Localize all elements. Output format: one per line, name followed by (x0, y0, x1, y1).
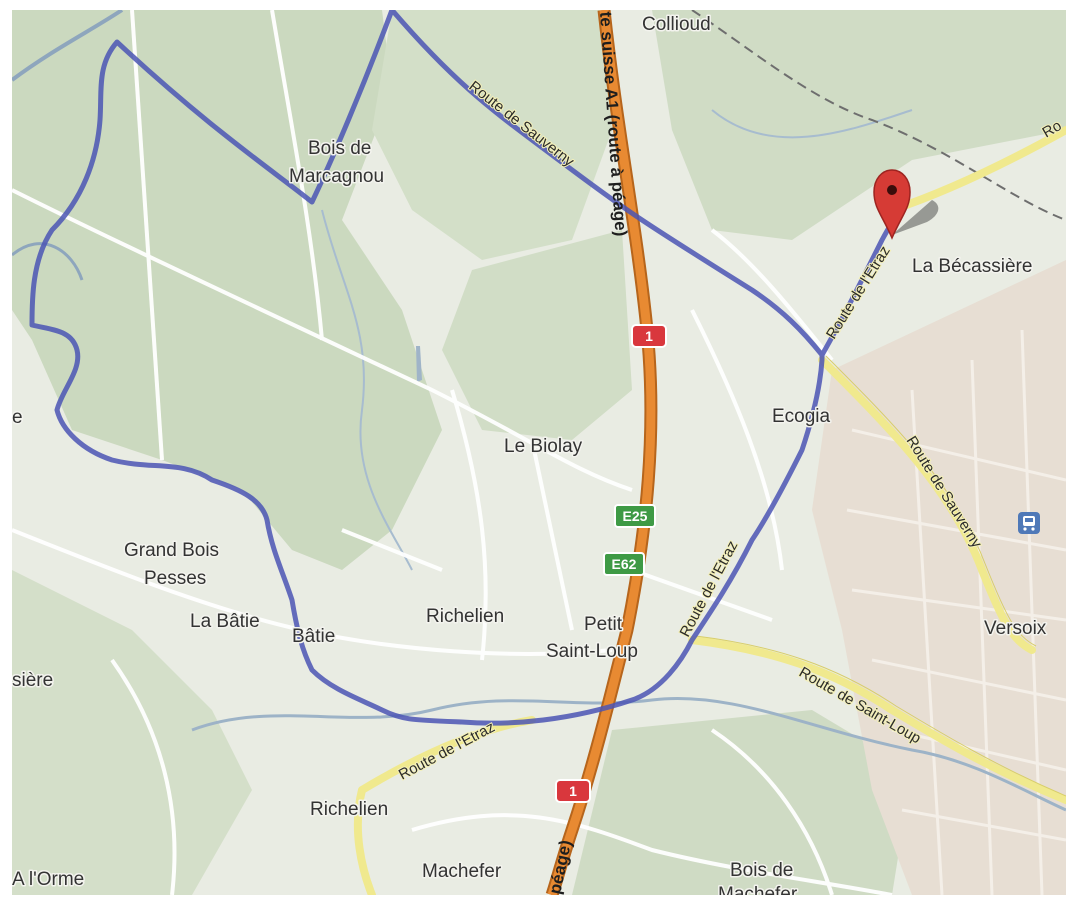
urban-grid (846, 329, 1066, 895)
place-petit-saint-loup-line1: Petit (584, 614, 623, 635)
place-a-l-orme: A l'Orme (12, 869, 84, 890)
river-west (12, 10, 124, 82)
forest-area-south (572, 710, 912, 895)
secondary-road-edges (695, 355, 1066, 797)
place-bois-de-machefer-line1: Bois de (730, 860, 793, 881)
place-siere: sière (12, 670, 53, 691)
route-path (29, 10, 904, 726)
place-la-becassiere: La Bécassière (912, 256, 1032, 277)
shield-e25: E25 (614, 504, 656, 528)
place-grand-bois-pesses-line2: Pesses (144, 568, 206, 589)
svg-text:1: 1 (645, 328, 653, 344)
svg-text:E62: E62 (612, 556, 637, 572)
place-edge-e: e (12, 407, 23, 428)
place-machefer: Machefer (422, 861, 502, 882)
border-dashed-line (691, 10, 1066, 221)
forest-area-center (442, 230, 632, 440)
forest-area-southwest (12, 570, 252, 895)
place-richelien-south: Richelien (310, 799, 388, 820)
stream-center (321, 209, 413, 571)
place-petit-saint-loup-line2: Saint-Loup (546, 641, 638, 662)
stream-east (711, 109, 913, 139)
place-bois-de-machefer-line2: Machefer (718, 884, 798, 895)
map-pin-icon[interactable] (873, 169, 911, 240)
minor-roads (12, 10, 893, 895)
river-west-2 (12, 242, 84, 281)
place-versoix: Versoix (984, 618, 1047, 639)
pond (416, 346, 422, 382)
marker-shadow (892, 200, 939, 235)
map-viewport[interactable]: te suisse A1 (route à péage) péage) 1 E2… (12, 10, 1066, 895)
place-la-batie: La Bâtie (190, 611, 260, 632)
place-bois-de-marcagnou-line2: Marcagnou (289, 166, 384, 187)
place-bois-de-marcagnou-line1: Bois de (308, 138, 371, 159)
forest-area-northeast (652, 10, 1066, 240)
svg-text:E25: E25 (623, 508, 648, 524)
place-batie: Bâtie (292, 626, 335, 647)
place-ecogia: Ecogia (772, 406, 831, 427)
shield-e62: E62 (603, 552, 645, 576)
place-grand-bois-pesses-line1: Grand Bois (124, 540, 219, 561)
place-le-biolay: Le Biolay (504, 436, 583, 457)
motorway-a1 (547, 10, 656, 895)
shield-a1-south: 1 (555, 779, 591, 803)
train-station-icon[interactable] (1018, 512, 1040, 534)
place-richelien-north: Richelien (426, 606, 504, 627)
map-canvas[interactable]: te suisse A1 (route à péage) péage) 1 E2… (12, 10, 1066, 895)
forest-area-north (372, 10, 612, 260)
svg-text:1: 1 (569, 783, 577, 799)
shield-a1-north: 1 (631, 324, 667, 348)
river-versoix (191, 696, 1066, 812)
place-collioud: Collioud (642, 14, 711, 35)
